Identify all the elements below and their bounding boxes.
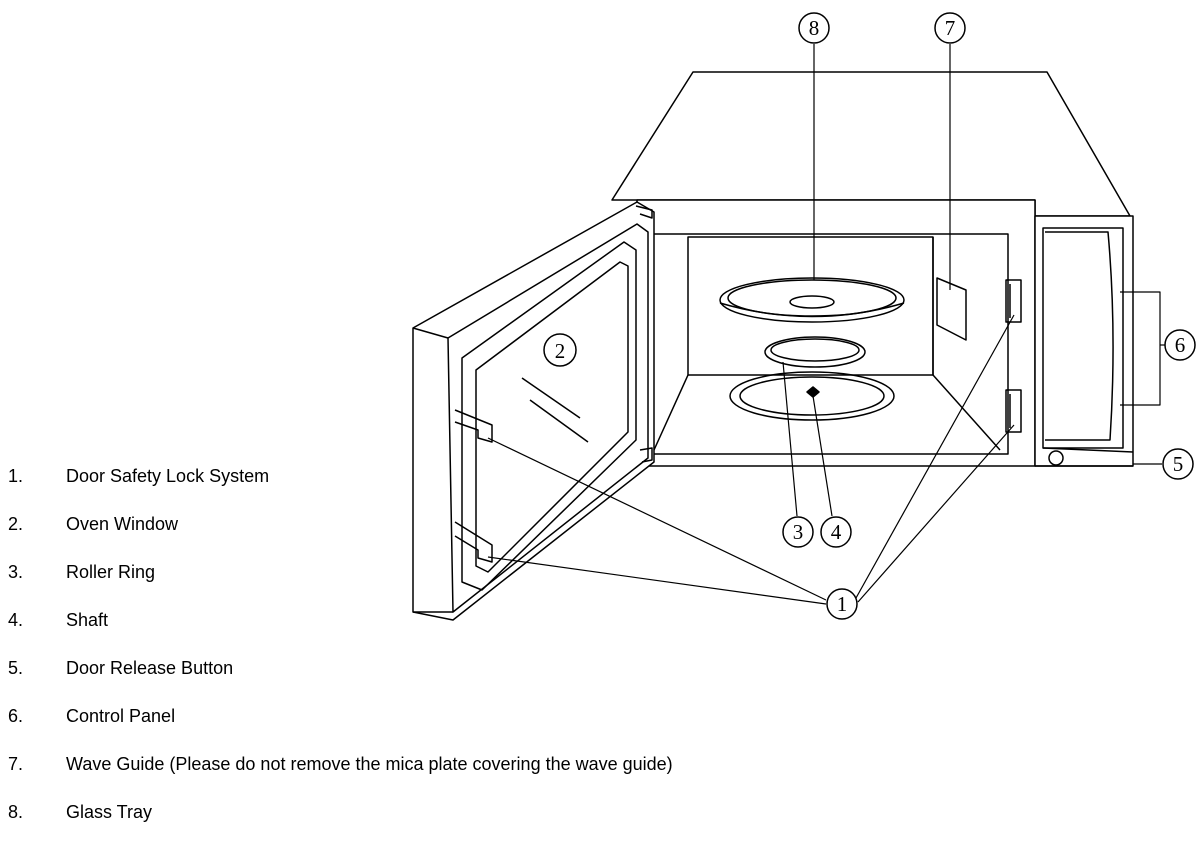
part-number: 6. — [8, 706, 24, 726]
shaft — [806, 386, 820, 398]
part-label: Oven Window — [66, 514, 179, 534]
oven-door — [412, 201, 655, 621]
cavity-floor-ring — [729, 371, 895, 421]
part-label: Shaft — [66, 610, 109, 630]
leader-lines — [487, 44, 1166, 605]
oven-top-surface — [611, 71, 1131, 217]
part-number: 5. — [8, 658, 24, 678]
callout-6-number: 6 — [1175, 333, 1186, 357]
callout-7: 7 — [934, 12, 966, 44]
part-label: Glass Tray — [66, 802, 153, 822]
part-label: Roller Ring — [66, 562, 156, 582]
oven-cavity — [647, 233, 1009, 455]
control-panel-housing — [1034, 215, 1134, 467]
door-latches — [1005, 279, 1022, 433]
part-number: 4. — [8, 610, 24, 630]
window-reflection — [521, 377, 581, 419]
callout-2: 2 — [543, 333, 577, 367]
callout-3: 3 — [782, 516, 814, 548]
part-label: Door Release Button — [66, 658, 234, 678]
part-number: 8. — [8, 802, 24, 822]
callout-8: 8 — [798, 12, 830, 44]
callout-1-number: 1 — [837, 592, 848, 616]
turntable-parts — [719, 277, 905, 421]
callout-5-number: 5 — [1173, 452, 1184, 476]
oven-front-frame — [636, 199, 1036, 467]
callout-5: 5 — [1162, 448, 1194, 480]
callouts: 1 2 3 4 5 6 7 8 — [543, 12, 1196, 620]
callout-4-number: 4 — [831, 520, 842, 544]
part-number: 2. — [8, 514, 24, 534]
roller-ring — [764, 336, 866, 368]
part-number: 1. — [8, 466, 24, 486]
callout-2-number: 2 — [555, 339, 566, 363]
door-window-outer — [461, 241, 637, 591]
door-window-inner — [475, 261, 629, 573]
door-release-button — [1048, 450, 1064, 466]
callout-3-number: 3 — [793, 520, 804, 544]
part-label: Wave Guide (Please do not remove the mic… — [66, 754, 673, 774]
callout-1: 1 — [826, 588, 858, 620]
glass-tray — [719, 277, 905, 323]
part-label: Door Safety Lock System — [66, 466, 270, 486]
part-label: Control Panel — [66, 706, 176, 726]
door-hooks — [454, 409, 493, 563]
callout-6: 6 — [1164, 329, 1196, 361]
callout-7-number: 7 — [945, 16, 956, 40]
oven-body — [611, 71, 1134, 467]
callout-8-number: 8 — [809, 16, 820, 40]
callout-4: 4 — [820, 516, 852, 548]
wave-guide-cover — [936, 277, 967, 341]
part-number: 7. — [8, 754, 24, 774]
part-number: 3. — [8, 562, 24, 582]
window-reflection — [529, 399, 589, 443]
